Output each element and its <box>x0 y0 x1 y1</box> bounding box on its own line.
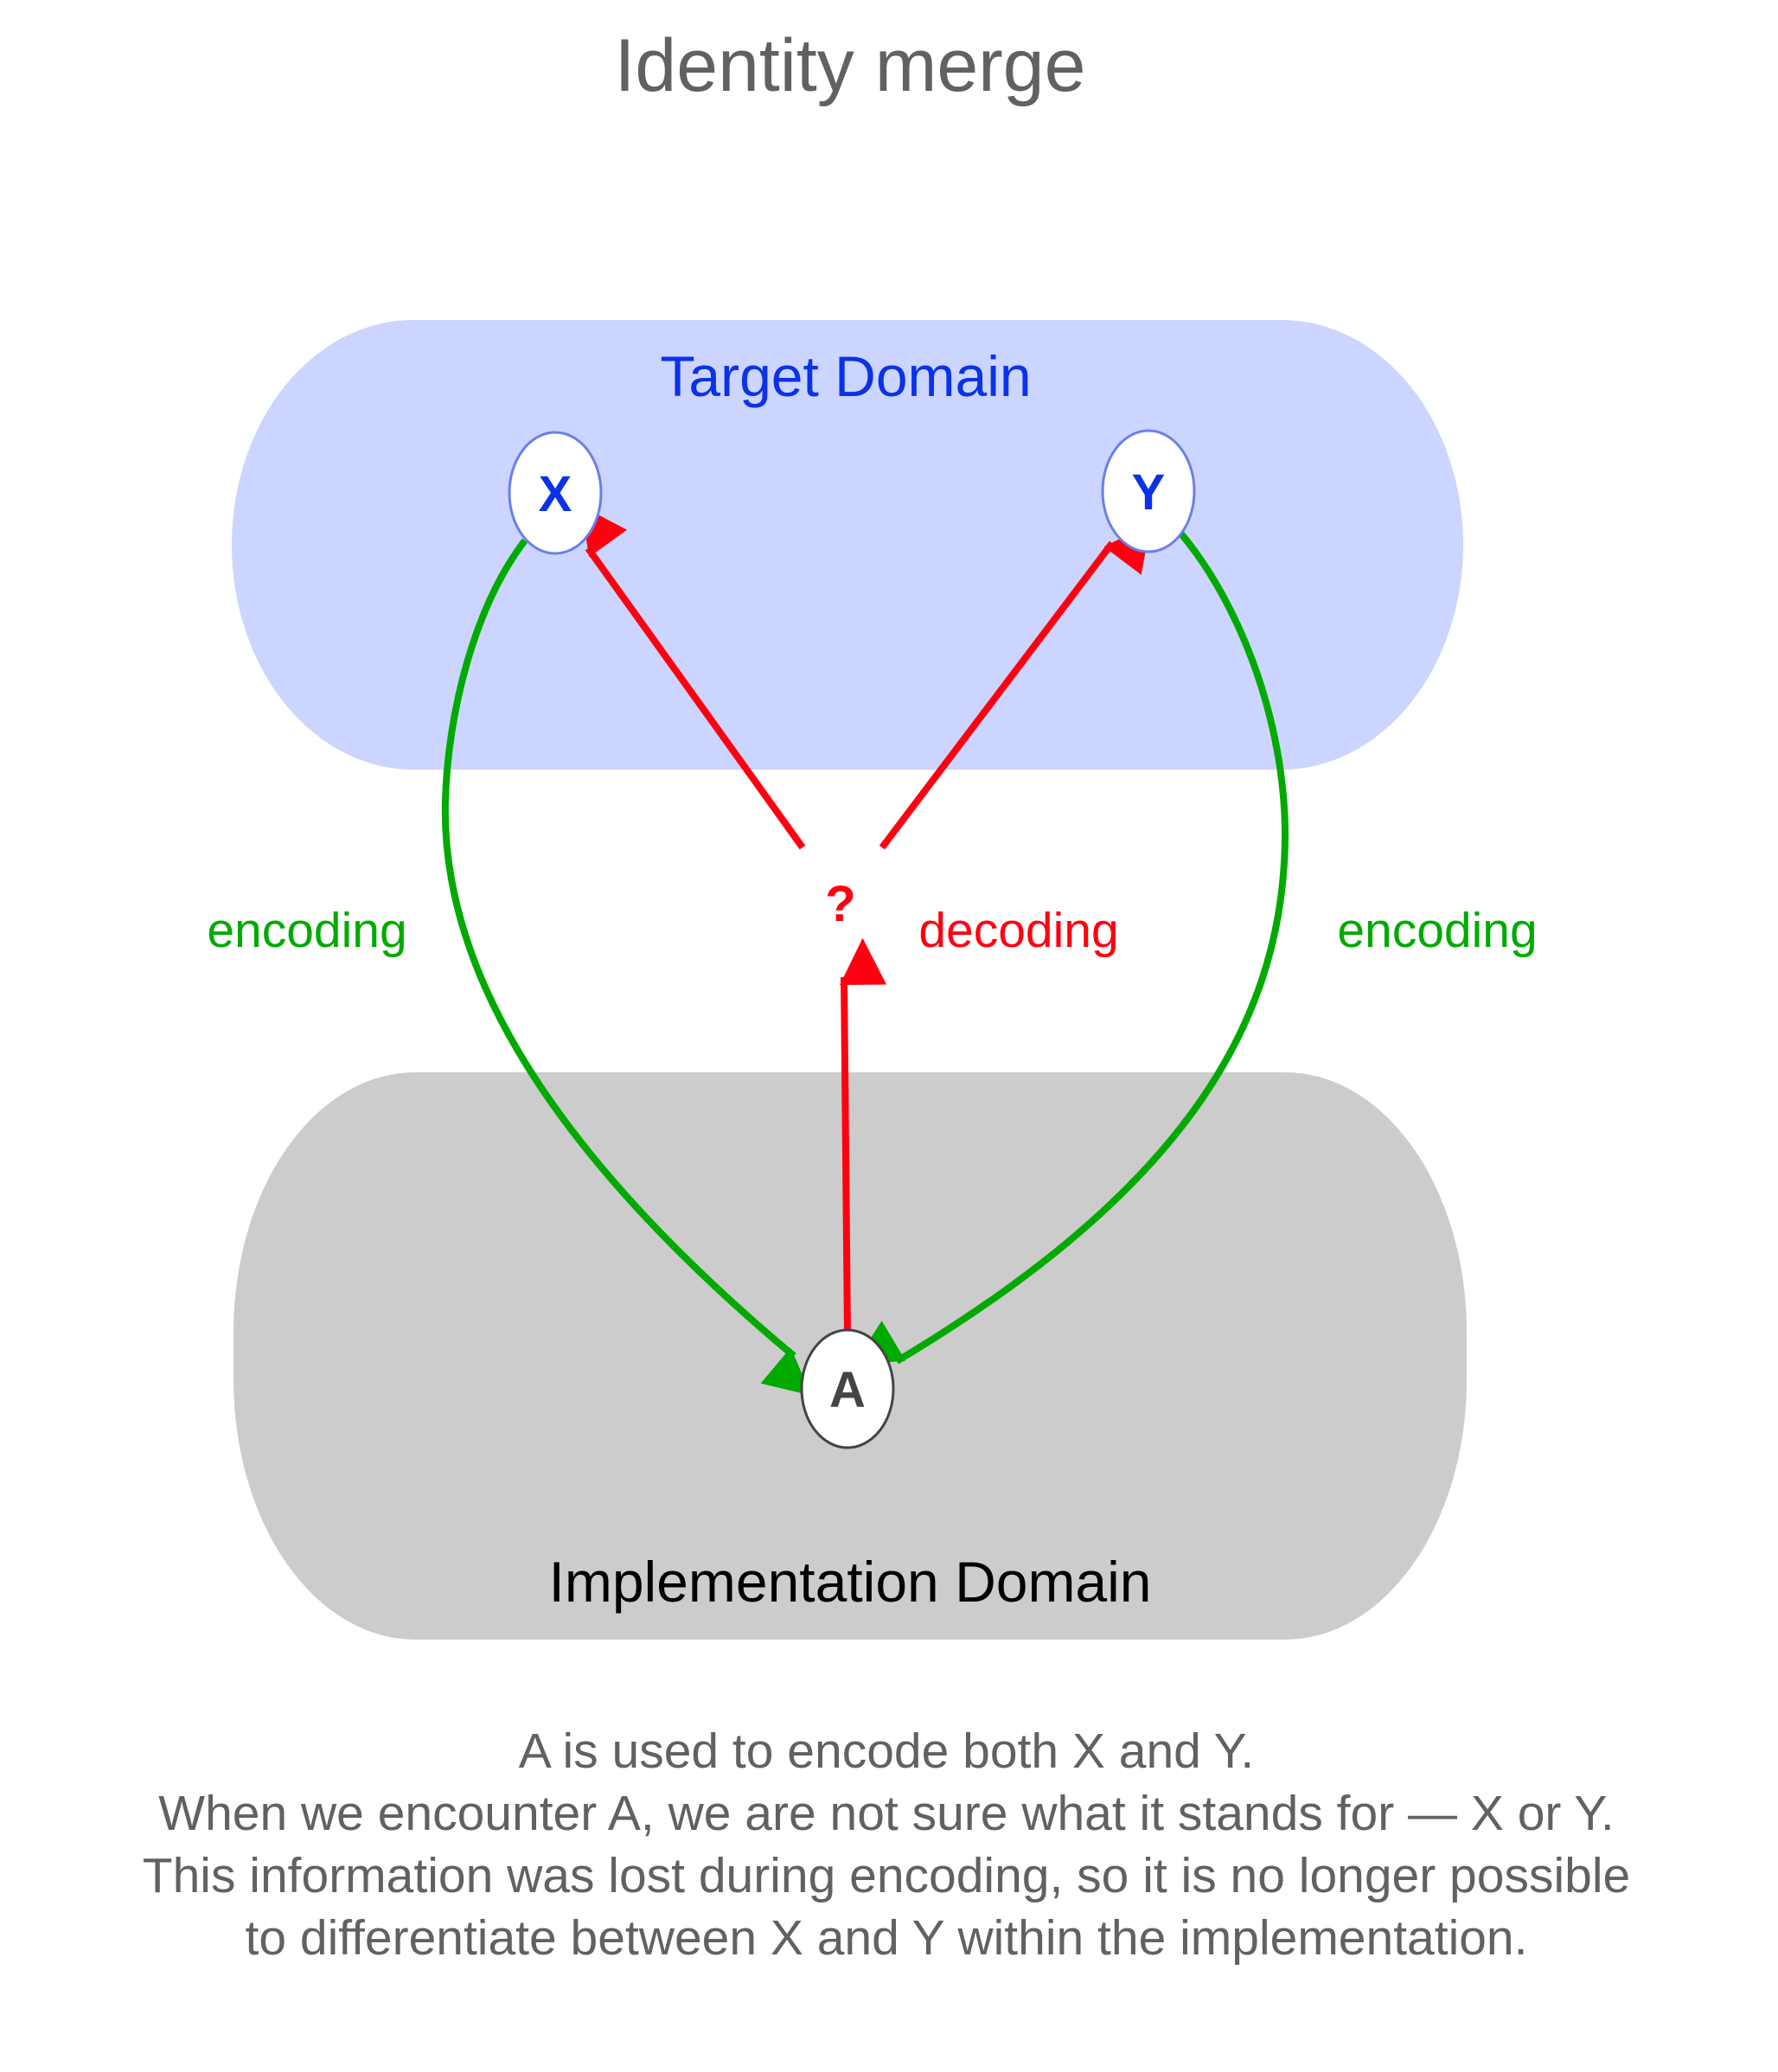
node-a-shape <box>800 1328 895 1449</box>
decoding-label: decoding <box>918 903 1118 958</box>
node-x-shape <box>508 431 603 555</box>
node-y-shape <box>1101 429 1196 553</box>
node-question[interactable]: ? <box>825 876 855 932</box>
diagram-title: Identity merge <box>615 24 1086 107</box>
encoding-label-right: encoding <box>1337 903 1537 958</box>
target-domain-cluster: Target Domain <box>232 320 1463 770</box>
caption-line-4: to differentiate between X and Y within … <box>246 1910 1528 1966</box>
caption: A is used to encode both X and Y. When w… <box>143 1723 1630 1966</box>
node-x[interactable]: X <box>508 431 603 555</box>
caption-line-2: When we encounter A, we are not sure wha… <box>158 1786 1614 1841</box>
decoding-edge-question-to-x <box>580 505 806 850</box>
node-question-label: ? <box>825 876 855 932</box>
implementation-domain-label: Implementation Domain <box>549 1550 1152 1614</box>
node-y[interactable]: Y <box>1101 429 1196 553</box>
node-x-label: X <box>539 466 572 522</box>
caption-line-1: A is used to encode both X and Y. <box>519 1723 1254 1779</box>
decoding-edge-a-to-question <box>840 937 887 1337</box>
node-y-label: Y <box>1132 464 1166 521</box>
node-a[interactable]: A <box>800 1328 895 1449</box>
node-a-label: A <box>829 1362 866 1418</box>
caption-line-3: This information was lost during encodin… <box>143 1848 1630 1903</box>
encoding-edge-y-to-a <box>854 529 1289 1365</box>
decoding-edge-question-to-y <box>879 523 1151 850</box>
encoding-label-left: encoding <box>207 903 406 958</box>
encoding-edge-x-to-a <box>441 538 812 1396</box>
target-domain-label: Target Domain <box>660 344 1031 408</box>
